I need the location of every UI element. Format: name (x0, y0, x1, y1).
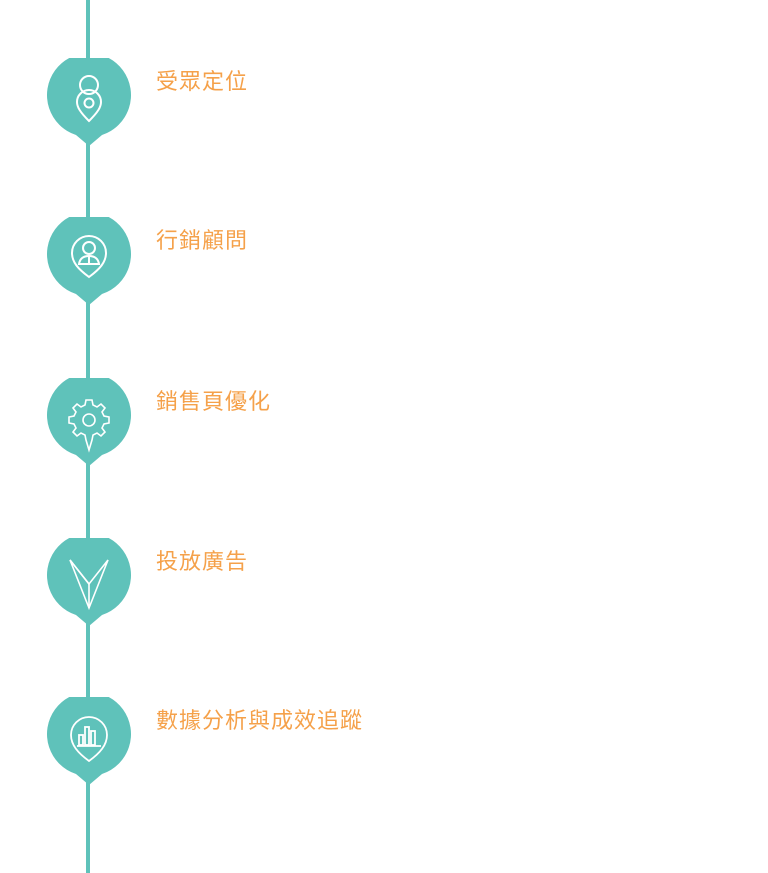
step-title: 投放廣告 (156, 550, 249, 575)
timeline-marker (46, 58, 132, 148)
timeline-step-sales-page-optimization: 銷售頁優化 (0, 378, 768, 498)
timeline-step-data-analysis: 數據分析與成效追蹤 (0, 697, 768, 817)
step-title: 數據分析與成效追蹤 (156, 709, 364, 734)
timeline-marker (46, 697, 132, 787)
timeline-marker (46, 538, 132, 628)
timeline-step-ad-placement: 投放廣告 (0, 538, 768, 658)
step-title: 行銷顧問 (156, 229, 249, 254)
bar-chart-icon (47, 697, 131, 785)
timeline-marker (46, 217, 132, 307)
paper-plane-icon (47, 538, 131, 626)
timeline-step-marketing-consultant: 行銷顧問 (0, 217, 768, 337)
step-title: 銷售頁優化 (156, 390, 272, 415)
timeline-marker (46, 378, 132, 468)
step-title: 受眾定位 (156, 70, 249, 95)
consultant-icon (47, 217, 131, 305)
person-location-icon (47, 58, 131, 146)
timeline-step-audience-targeting: 受眾定位 (0, 58, 768, 178)
gear-icon (47, 378, 131, 466)
